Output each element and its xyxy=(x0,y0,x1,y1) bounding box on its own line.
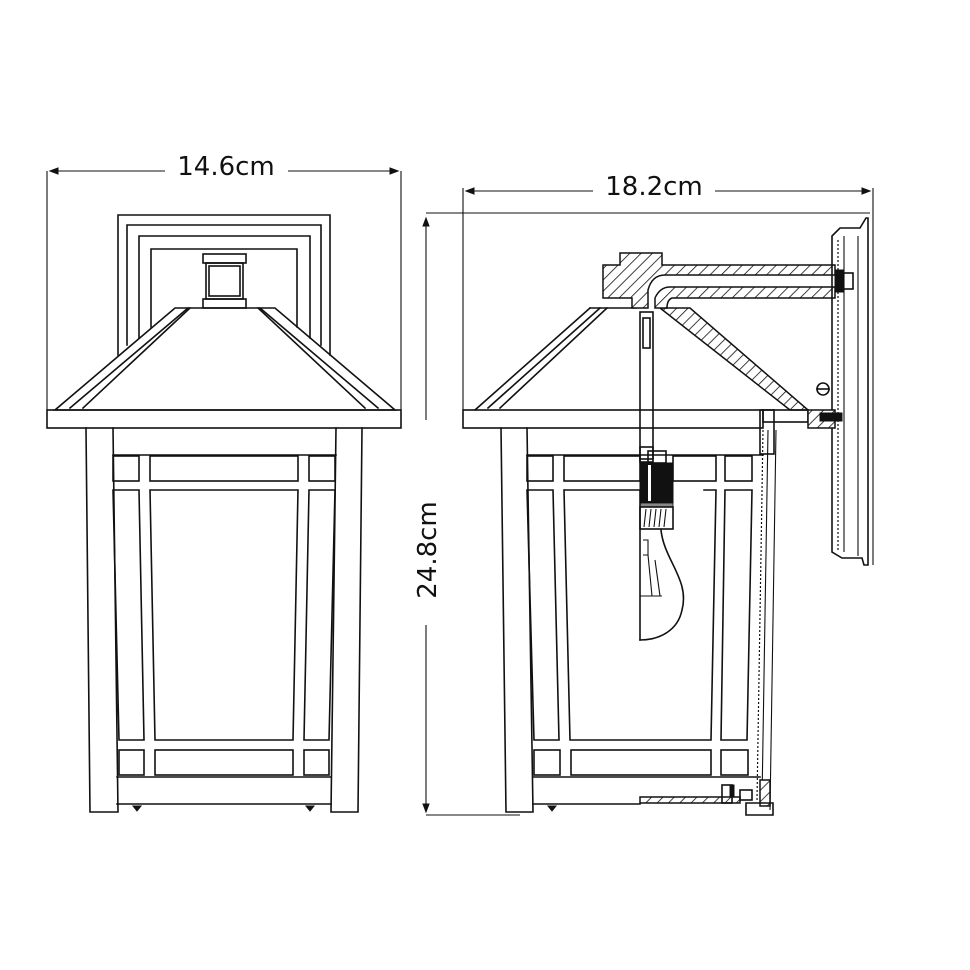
finial xyxy=(202,253,247,309)
arrow-down-icon xyxy=(422,803,430,814)
dimension-side-depth: 18.2cm xyxy=(462,172,874,565)
wall-bracket-frames xyxy=(117,214,331,356)
screw-icon xyxy=(131,805,143,812)
arrow-right-icon xyxy=(861,187,872,195)
side-body-frame xyxy=(500,409,777,816)
dimension-front-width: 14.6cm xyxy=(46,152,402,410)
ledge-bracket xyxy=(762,409,843,429)
arrow-left-icon xyxy=(464,187,475,195)
screw-icon xyxy=(546,805,558,812)
dimension-overall-height: 24.8cm xyxy=(413,212,870,816)
bulb-outline xyxy=(639,529,685,641)
arrow-right-icon xyxy=(389,167,400,175)
side-roof xyxy=(462,306,811,429)
socket-icon xyxy=(639,462,674,504)
side-depth-label: 18.2cm xyxy=(605,172,703,202)
roof xyxy=(46,306,402,429)
screw-icon xyxy=(304,805,316,812)
body-frame xyxy=(85,427,363,813)
mounting-arm xyxy=(602,252,854,309)
front-view xyxy=(46,214,402,813)
arrow-left-icon xyxy=(48,167,59,175)
socket-and-bulb xyxy=(639,311,685,641)
front-width-label: 14.6cm xyxy=(177,152,275,182)
wall-plate xyxy=(816,217,869,566)
side-view xyxy=(462,217,869,816)
arrow-up-icon xyxy=(422,216,430,227)
overall-height-label: 24.8cm xyxy=(413,501,443,599)
